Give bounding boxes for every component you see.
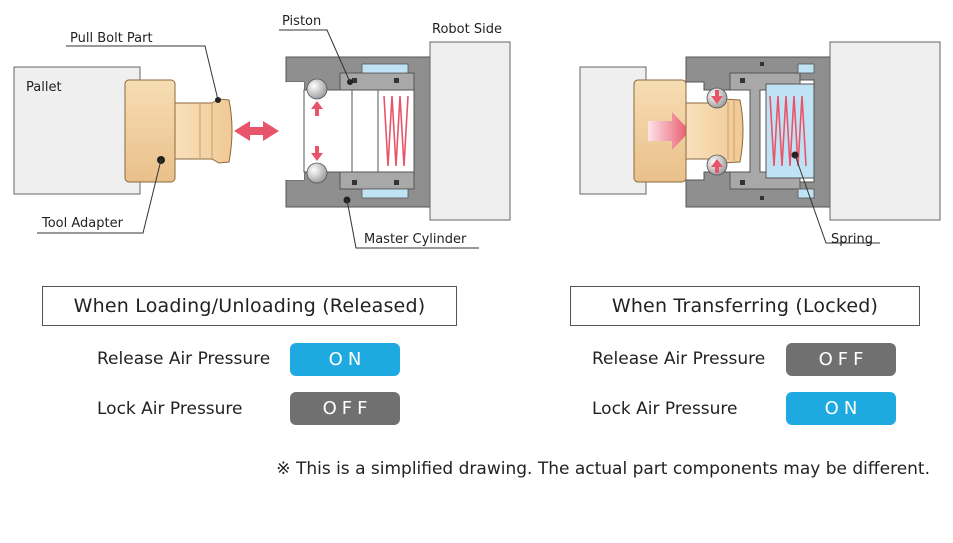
ball xyxy=(306,78,328,100)
spring xyxy=(383,95,409,167)
label-robot-side: Robot Side xyxy=(432,22,502,37)
push-arrow xyxy=(648,112,690,150)
disclaimer-note: ※ This is a simplified drawing. The actu… xyxy=(276,459,930,479)
locked-mode-title: When Transferring (Locked) xyxy=(570,286,920,326)
released-mode-title: When Loading/Unloading (Released) xyxy=(42,286,457,326)
label-master-cylinder: Master Cylinder xyxy=(364,232,467,247)
released-lock-air-status: OFF xyxy=(290,392,400,425)
released-release-air-status: ON xyxy=(290,343,400,376)
locked-release-air-label: Release Air Pressure xyxy=(592,349,766,369)
label-pull-bolt-part: Pull Bolt Part xyxy=(70,31,153,46)
locked-release-air-status: OFF xyxy=(786,343,896,376)
coupler-diagram: Pull Bolt Part Pallet Tool Adapter Pisto… xyxy=(13,14,941,249)
robot-side-block xyxy=(829,41,941,221)
tool-adapter xyxy=(124,79,176,183)
locked-diagram: Spring xyxy=(579,41,941,247)
label-pallet: Pallet xyxy=(26,80,62,95)
air-chamber xyxy=(361,63,409,74)
label-tool-adapter: Tool Adapter xyxy=(41,216,124,231)
pull-bolt xyxy=(174,98,233,164)
released-lock-air-label: Lock Air Pressure xyxy=(97,399,243,419)
robot-side-block xyxy=(429,41,511,221)
pallet-block xyxy=(13,66,141,195)
label-spring: Spring xyxy=(831,232,873,247)
released-diagram: Pull Bolt Part Pallet Tool Adapter Pisto… xyxy=(13,14,511,249)
locked-lock-air-status: ON xyxy=(786,392,896,425)
ball xyxy=(306,162,328,184)
label-piston: Piston xyxy=(282,14,321,29)
movement-double-arrow xyxy=(234,121,279,141)
spring xyxy=(769,95,807,167)
locked-lock-air-label: Lock Air Pressure xyxy=(592,399,738,419)
released-release-air-label: Release Air Pressure xyxy=(97,349,271,369)
